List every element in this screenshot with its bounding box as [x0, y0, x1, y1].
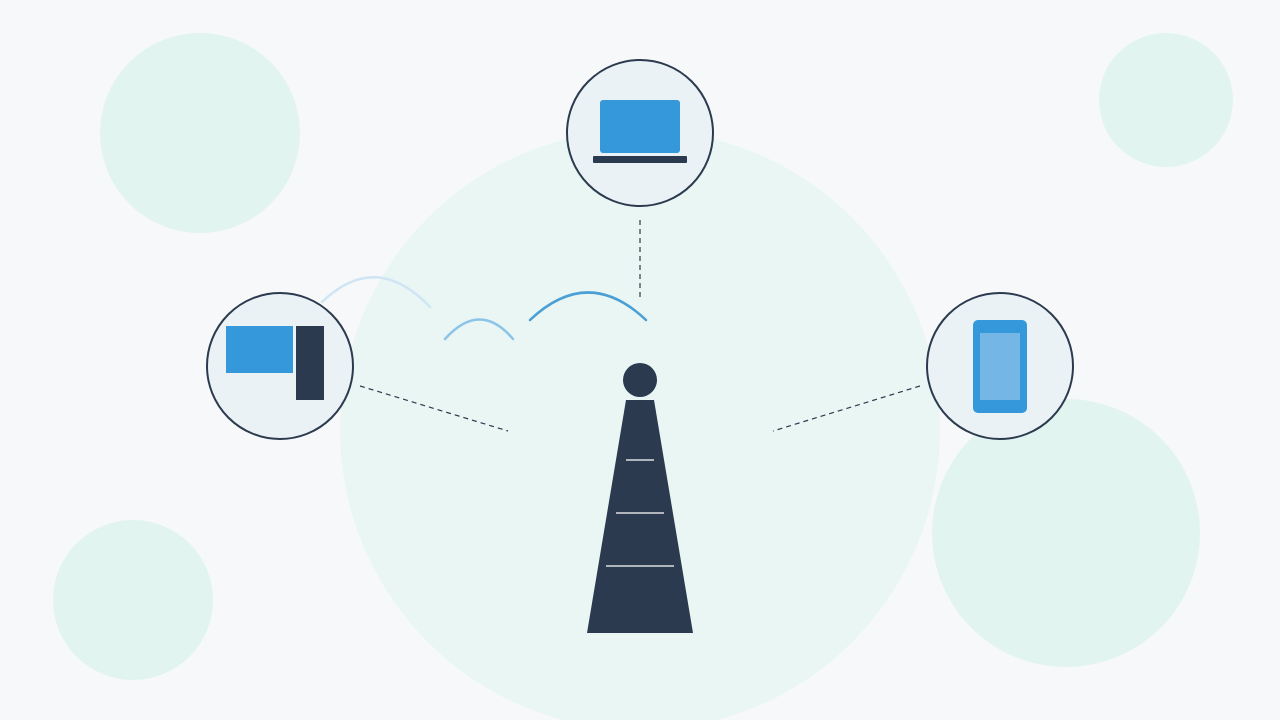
tower-body — [587, 400, 693, 633]
phone-screen — [980, 333, 1020, 400]
desktop-monitor — [226, 326, 293, 373]
device-node-phone — [926, 292, 1074, 440]
connector-desktop — [359, 385, 509, 432]
decor-circle — [1099, 33, 1233, 167]
decor-circle — [53, 520, 213, 680]
desktop-tower — [296, 326, 324, 400]
connectors — [359, 220, 921, 432]
laptop-screen — [600, 100, 680, 153]
device-node-desktop — [206, 292, 354, 440]
signal-wave-faint — [320, 276, 432, 309]
laptop-base — [593, 156, 687, 163]
decor-circle — [100, 33, 300, 233]
laptop-icon — [593, 100, 687, 163]
cell-tower-icon — [587, 363, 693, 633]
device-node-laptop — [566, 59, 714, 207]
tower-beacon — [623, 363, 657, 397]
connector-phone — [772, 385, 921, 432]
signal-wave-medium — [443, 318, 515, 341]
signal-wave-strong — [528, 291, 648, 322]
signal-waves — [320, 276, 648, 341]
decor-circle — [932, 399, 1200, 667]
smartphone-icon — [973, 320, 1027, 413]
desktop-computer-icon — [226, 326, 324, 400]
background-decor — [53, 33, 1233, 680]
